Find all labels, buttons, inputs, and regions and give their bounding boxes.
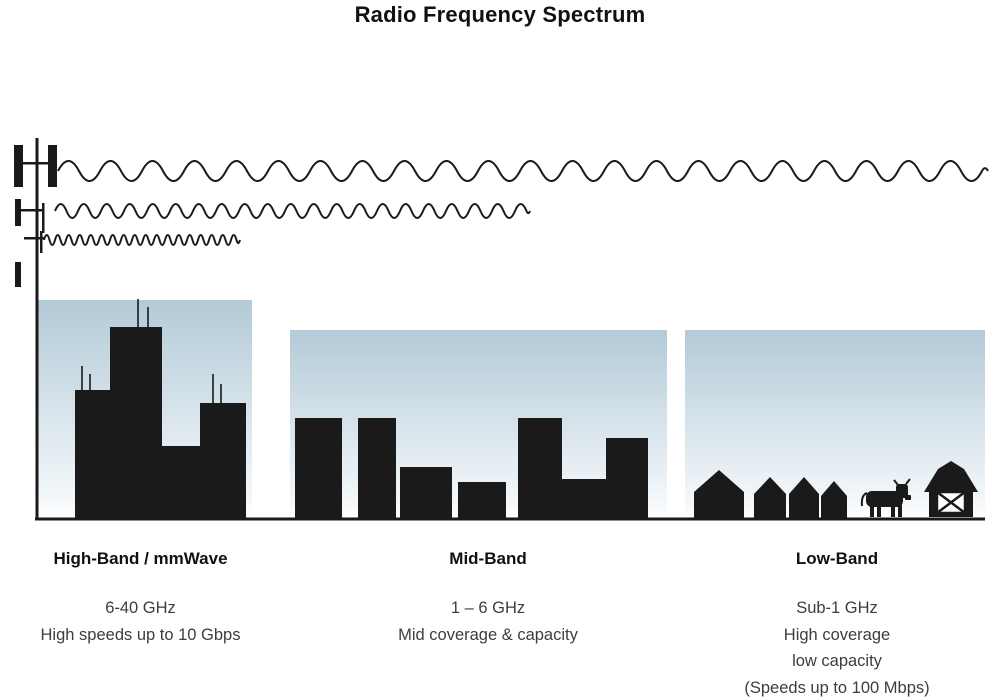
house-icon	[789, 477, 819, 518]
medium-wavelength-wave-icon	[54, 203, 531, 219]
house-icon	[754, 477, 786, 518]
band-lowband-description: (Speeds up to 100 Mbps)	[744, 678, 930, 697]
spectrum-graphic	[14, 138, 989, 521]
band-highband-description: High speeds up to 10 Gbps	[40, 625, 241, 644]
cell-tower-icon	[14, 138, 57, 520]
band-highband: High-Band / mmWave 6-40 GHz High speeds …	[18, 549, 263, 648]
long-wavelength-wave-icon	[57, 160, 989, 182]
page-title: Radio Frequency Spectrum	[354, 2, 646, 27]
band-lowband: Low-Band Sub-1 GHz High coverage low cap…	[687, 549, 987, 700]
band-lowband-frequency: Sub-1 GHz	[796, 599, 878, 617]
cow-icon	[860, 478, 911, 517]
rural-scene-icon	[694, 461, 978, 518]
house-icon	[821, 481, 847, 518]
band-midband-description: Mid coverage & capacity	[398, 625, 578, 644]
midrise-skyline-icon	[295, 418, 648, 520]
band-lowband-description: low capacity	[792, 652, 882, 670]
band-lowband-description: High coverage	[783, 625, 891, 644]
band-midband: Mid-Band 1 – 6 GHz Mid coverage & capaci…	[328, 549, 648, 648]
short-wavelength-wave-icon	[43, 234, 241, 246]
city-skyline-icon	[75, 299, 246, 520]
band-midband-frequency: 1 – 6 GHz	[450, 599, 526, 617]
band-midband-label: Mid-Band	[449, 549, 527, 568]
band-lowband-label: Low-Band	[795, 549, 879, 568]
house-icon	[694, 470, 744, 518]
band-highband-label: High-Band / mmWave	[53, 549, 228, 568]
band-highband-frequency: 6-40 GHz	[105, 599, 176, 617]
barn-icon	[924, 461, 978, 517]
